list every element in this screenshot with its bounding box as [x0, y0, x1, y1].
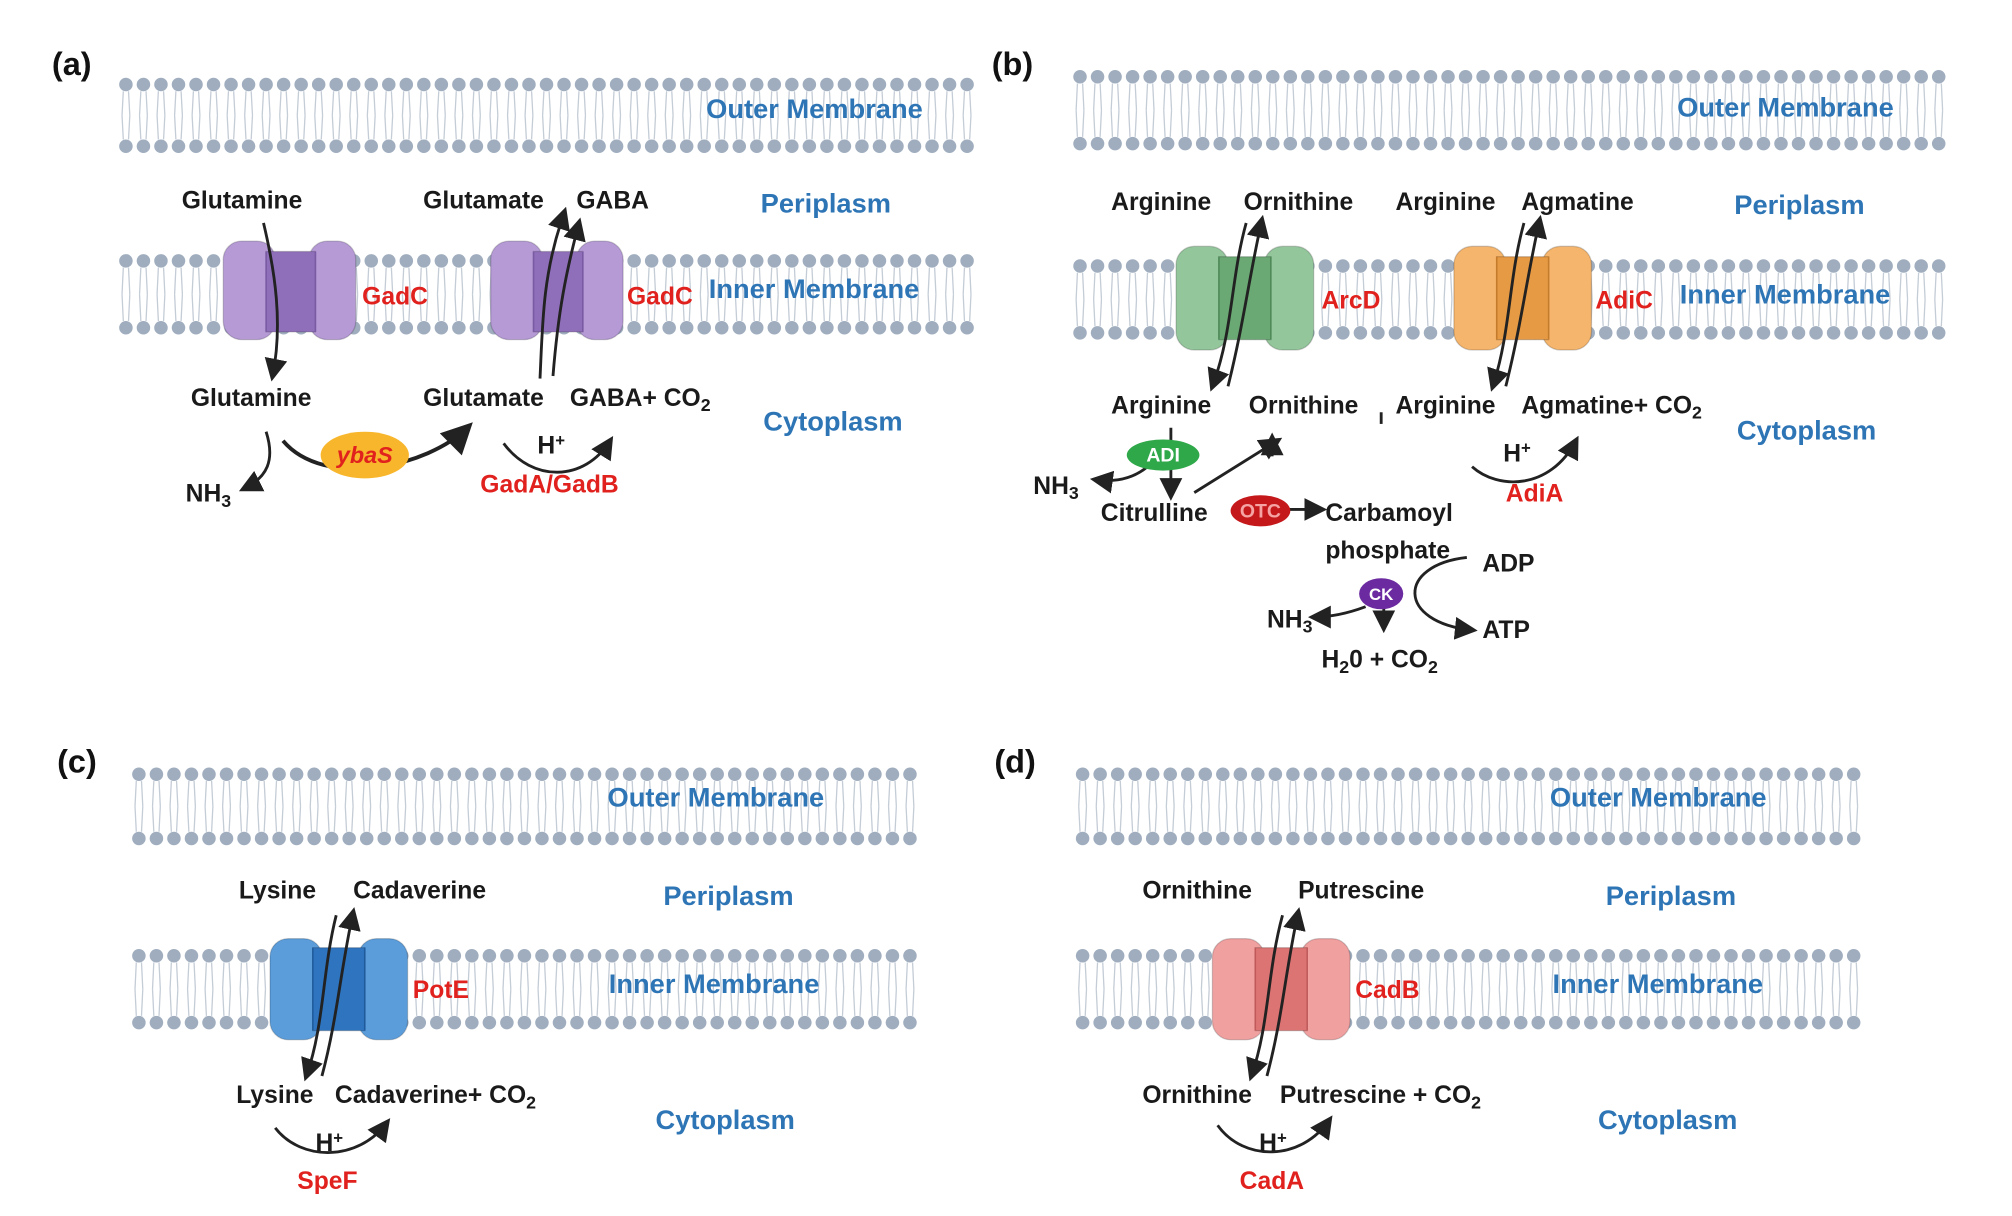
adp-label: ADP: [1482, 550, 1535, 579]
cytoplasm-label: Cytoplasm: [655, 1105, 795, 1136]
inner-membrane-label: Inner Membrane: [708, 274, 920, 305]
periplasm-product: Agmatine: [1521, 189, 1634, 217]
periplasm-label: Periplasm: [663, 881, 794, 912]
citrulline-label: Citrulline: [1100, 500, 1208, 528]
transporter-name-1: PotE: [412, 977, 469, 1005]
adic-transporter: [1453, 245, 1593, 351]
periplasm-product: GABA: [576, 187, 649, 216]
periplasm-label: Periplasm: [760, 189, 892, 220]
transporter-name-1: CadB: [1355, 977, 1420, 1005]
transport-arrows-d: [1216, 907, 1333, 1154]
panel-b: (b) Outer Membrane Periplasm Inner Membr…: [989, 0, 2002, 700]
enzyme-name: CadA: [1239, 1168, 1305, 1196]
panel-c-membranes: [132, 767, 917, 1154]
panel-label: (c): [57, 744, 97, 781]
ammonia-label: NH3: [1033, 473, 1079, 504]
inner-membrane-label: Inner Membrane: [608, 969, 820, 1000]
outer-membrane-label: Outer Membrane: [706, 94, 923, 125]
proton-label: H+: [1259, 1128, 1287, 1158]
cytoplasm-label: Cytoplasm: [1597, 1105, 1738, 1136]
panel-d-membranes: [1075, 767, 1861, 1154]
otc-enzyme: OTC: [1230, 495, 1291, 527]
proton-label: H+: [1503, 438, 1531, 469]
gadc-transporter-1: [222, 240, 357, 341]
panel-label: (a): [51, 46, 92, 83]
periplasm-substrate: Ornithine: [1142, 877, 1252, 905]
periplasm-label: Periplasm: [1734, 190, 1865, 221]
periplasm-substrate: Glutamine: [181, 187, 303, 216]
periplasm-product: Putrescine: [1298, 877, 1425, 905]
cytoplasm-substrate: Arginine: [1111, 392, 1212, 421]
water-co2-label: H20 + CO2: [1321, 646, 1438, 678]
periplasm-substrate: Lysine: [238, 877, 317, 905]
arcd-transporter: [1175, 245, 1315, 351]
inner-membrane-label: Inner Membrane: [1679, 280, 1891, 310]
transporter-name-2: AdiC: [1595, 287, 1653, 316]
atp-label: ATP: [1482, 617, 1530, 645]
periplasm-label: Periplasm: [1605, 881, 1737, 912]
outer-membrane-b: [1073, 70, 1946, 151]
ammonia-label: NH3: [185, 480, 232, 512]
adi-enzyme: ADI: [1126, 439, 1200, 471]
cytoplasm-product: Agmatine+ CO2: [1521, 392, 1702, 424]
periplasm-substrate: Arginine: [1395, 189, 1496, 217]
cytoplasm-product: GABA+ CO2: [569, 385, 711, 416]
transporter-name-1: GadC: [362, 283, 428, 312]
panel-a-membranes: [119, 77, 974, 492]
enzyme-name: AdiA: [1505, 480, 1564, 509]
enzyme-name: GadA/GadB: [480, 471, 619, 500]
pote-transporter: [269, 937, 409, 1041]
cytoplasm-substrate: Glutamate: [423, 385, 544, 413]
cytoplasm-label: Cytoplasm: [1736, 416, 1877, 446]
outer-membrane-c: [132, 767, 917, 846]
panel-a: (a) Outer Membrane Periplasm Inner Membr…: [0, 0, 987, 570]
cytoplasm-label: Cytoplasm: [763, 407, 903, 437]
transporter-name-2: GadC: [626, 283, 693, 312]
cytoplasm-substrate: Lysine: [236, 1082, 314, 1110]
panel-d: (d) Outer Membrane Periplasm Inner Membr…: [989, 726, 2002, 1216]
outer-membrane-a: [119, 77, 974, 153]
ammonia-label: NH3: [1266, 606, 1313, 638]
periplasm-product: Ornithine: [1243, 189, 1354, 217]
enzyme-name: SpeF: [297, 1168, 358, 1196]
cytoplasm-product: Putrescine + CO2: [1279, 1082, 1482, 1113]
cytoplasm-substrate: Glutamine: [190, 385, 312, 413]
cytoplasm-substrate: Arginine: [1395, 392, 1496, 421]
cytoplasm-substrate: Ornithine: [1142, 1082, 1252, 1110]
carbamoyl-label: Carbamoyl: [1325, 500, 1453, 528]
proton-label: H+: [315, 1128, 344, 1158]
outer-membrane-label: Outer Membrane: [1549, 783, 1767, 813]
ck-enzyme: CK: [1359, 578, 1404, 610]
panel-label: (b): [991, 46, 1034, 83]
inner-membrane-label: Inner Membrane: [1552, 969, 1764, 1000]
ybas-enzyme: ybaS: [320, 431, 409, 479]
periplasm-substrate: Arginine: [1111, 189, 1212, 217]
cytoplasm-product: Ornithine: [1248, 392, 1359, 421]
outer-membrane-d: [1075, 767, 1861, 846]
periplasm-product: Cadaverine: [353, 877, 487, 905]
panel-c: (c) Outer Membrane Periplasm Inner Membr…: [0, 726, 987, 1216]
proton-label: H+: [537, 430, 566, 461]
phosphate-label: phosphate: [1325, 538, 1451, 566]
periplasm-substrate: Glutamate: [423, 187, 544, 216]
transport-arrows-c: [274, 907, 391, 1154]
cytoplasm-product: Cadaverine+ CO2: [334, 1082, 537, 1113]
cadb-transporter: [1211, 937, 1351, 1041]
outer-membrane-label: Outer Membrane: [1677, 93, 1894, 124]
transporter-name-1: ArcD: [1321, 287, 1381, 316]
outer-membrane-label: Outer Membrane: [607, 783, 825, 813]
panel-b-membranes: [1073, 70, 1946, 640]
panel-label: (d): [994, 744, 1036, 781]
